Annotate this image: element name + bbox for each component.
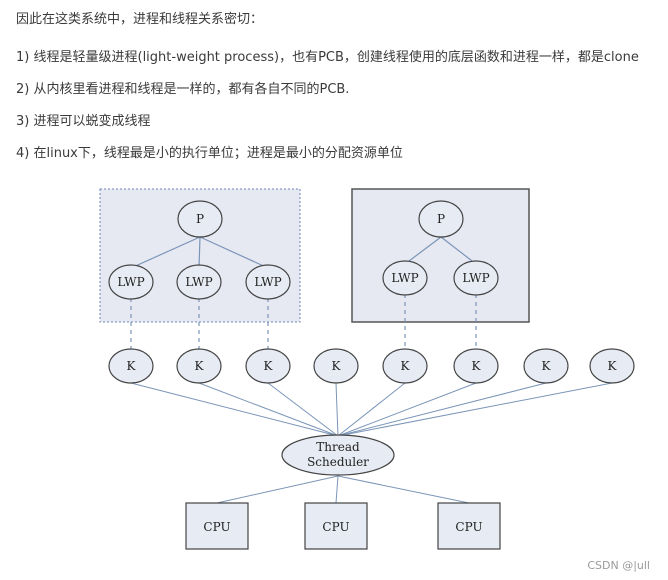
item-3: 3) 进程可以蜕变成线程 [16,114,151,129]
item-2: 2) 从内核里看进程和线程是一样的，都有各自不同的PCB. [16,82,350,97]
cpu-box: CPU [304,502,368,550]
watermark: CSDN @|ull [587,559,650,572]
lwp-node: LWP [453,260,499,296]
intro-line: 因此在这类系统中，进程和线程关系密切： [16,12,264,27]
lwp-label: LWP [185,275,212,289]
item-1-highlight: 线程 [33,50,60,65]
lwp-to-kernel-lines [130,294,477,349]
cpu-box: CPU [185,502,249,550]
lwp-label: LWP [391,271,418,285]
lwp-node: LWP [245,264,291,300]
process-label: P [437,212,445,226]
kernel-to-scheduler-lines [130,382,613,437]
process-label: P [196,212,204,226]
process-node-left: P [177,200,223,238]
thread-scheduler-node: Thread Scheduler [281,434,395,476]
scheduler-label-line2: Scheduler [307,455,369,469]
p-to-lwp-lines [130,236,477,269]
kernel-node: K [382,348,428,384]
scheduler-label-line1: Thread [316,440,360,454]
item-1-rest: 是轻量级进程(light-weight process)，也有PCB，创建线程使… [59,50,639,65]
lwp-node: LWP [176,264,222,300]
kernel-node: K [313,348,359,384]
kernel-node: K [589,348,635,384]
kernel-label: K [195,359,205,373]
kernel-node: K [453,348,499,384]
lwp-node: LWP [108,264,154,300]
kernel-label: K [542,359,552,373]
cpu-box: CPU [437,502,501,550]
kernel-label: K [264,359,274,373]
kernel-node: K [245,348,291,384]
item-1-prefix: 1) [16,50,34,65]
kernel-label: K [608,359,618,373]
kernel-node: K [523,348,569,384]
process-node-right: P [418,200,464,238]
lwp-label: LWP [254,275,281,289]
kernel-label: K [127,359,137,373]
kernel-label: K [472,359,482,373]
lwp-node: LWP [382,260,428,296]
cpu-label: CPU [455,520,482,534]
kernel-node: K [108,348,154,384]
cpu-label: CPU [203,520,230,534]
item-4: 4) 在linux下，线程最是小的执行单位；进程是最小的分配资源单位 [16,146,403,161]
cpu-label: CPU [322,520,349,534]
lwp-label: LWP [462,271,489,285]
kernel-label: K [332,359,342,373]
lwp-label: LWP [117,275,144,289]
kernel-label: K [401,359,411,373]
kernel-node: K [176,348,222,384]
scheduler-to-cpu-lines [216,475,470,504]
